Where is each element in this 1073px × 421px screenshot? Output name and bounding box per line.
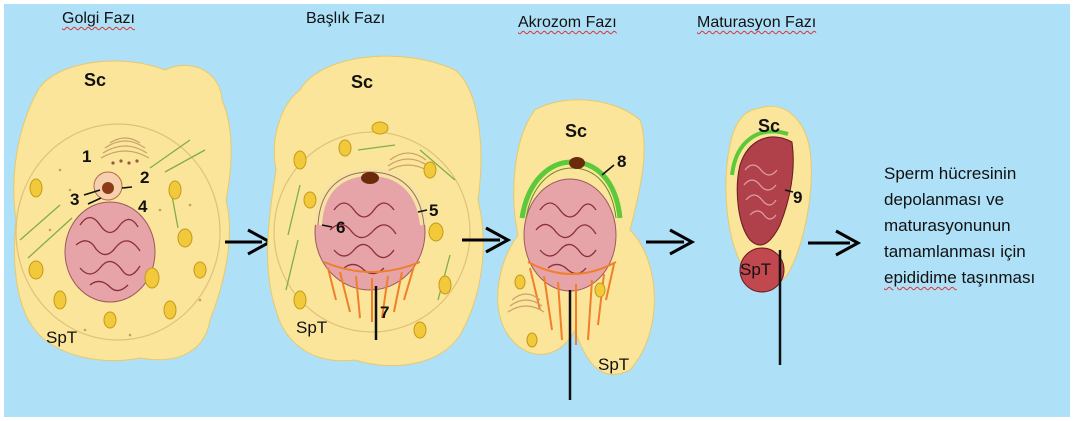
description-line: epididime taşınması — [884, 265, 1064, 291]
arrow-icon — [225, 230, 270, 254]
acrosome-phase-cell: 8 Sc SpT — [498, 100, 655, 400]
label-2: 2 — [140, 168, 149, 187]
description-word: epididime — [884, 268, 957, 287]
spt-label: SpT — [598, 355, 629, 374]
acrosomal-granule — [569, 157, 585, 169]
spt-label: SpT — [46, 328, 77, 347]
label-7: 7 — [380, 303, 389, 322]
label-4: 4 — [138, 197, 148, 216]
label-5: 5 — [429, 201, 438, 220]
maturation-phase-cell: 9 Sc SpT — [726, 106, 811, 365]
arrow-icon — [646, 230, 692, 254]
label-8: 8 — [617, 152, 626, 171]
label-3: 3 — [70, 190, 79, 209]
description-line: Sperm hücresinin — [884, 161, 1064, 187]
label-1: 1 — [82, 147, 91, 166]
description-line: tamamlanması için — [884, 239, 1064, 265]
spt-label: SpT — [740, 260, 771, 279]
sc-label: Sc — [351, 72, 373, 92]
cap-phase-cell: 6 5 7 Sc SpT — [268, 56, 484, 365]
acrosomal-granule — [102, 182, 114, 194]
description-line: maturasyonunun — [884, 213, 1064, 239]
sc-label: Sc — [758, 116, 780, 136]
acrosomal-granule — [361, 172, 379, 184]
sc-label: Sc — [84, 70, 106, 90]
label-6: 6 — [336, 218, 345, 237]
golgi-phase-cell: 1 2 3 4 Sc SpT — [14, 61, 231, 361]
arrow-icon — [808, 231, 858, 255]
sc-label: Sc — [565, 121, 587, 141]
spt-label: SpT — [296, 318, 327, 337]
description-line: depolanması ve — [884, 187, 1064, 213]
description-word: taşınması — [957, 268, 1035, 287]
label-9: 9 — [793, 188, 802, 207]
final-step-description: Sperm hücresinin depolanması ve maturasy… — [884, 161, 1064, 291]
